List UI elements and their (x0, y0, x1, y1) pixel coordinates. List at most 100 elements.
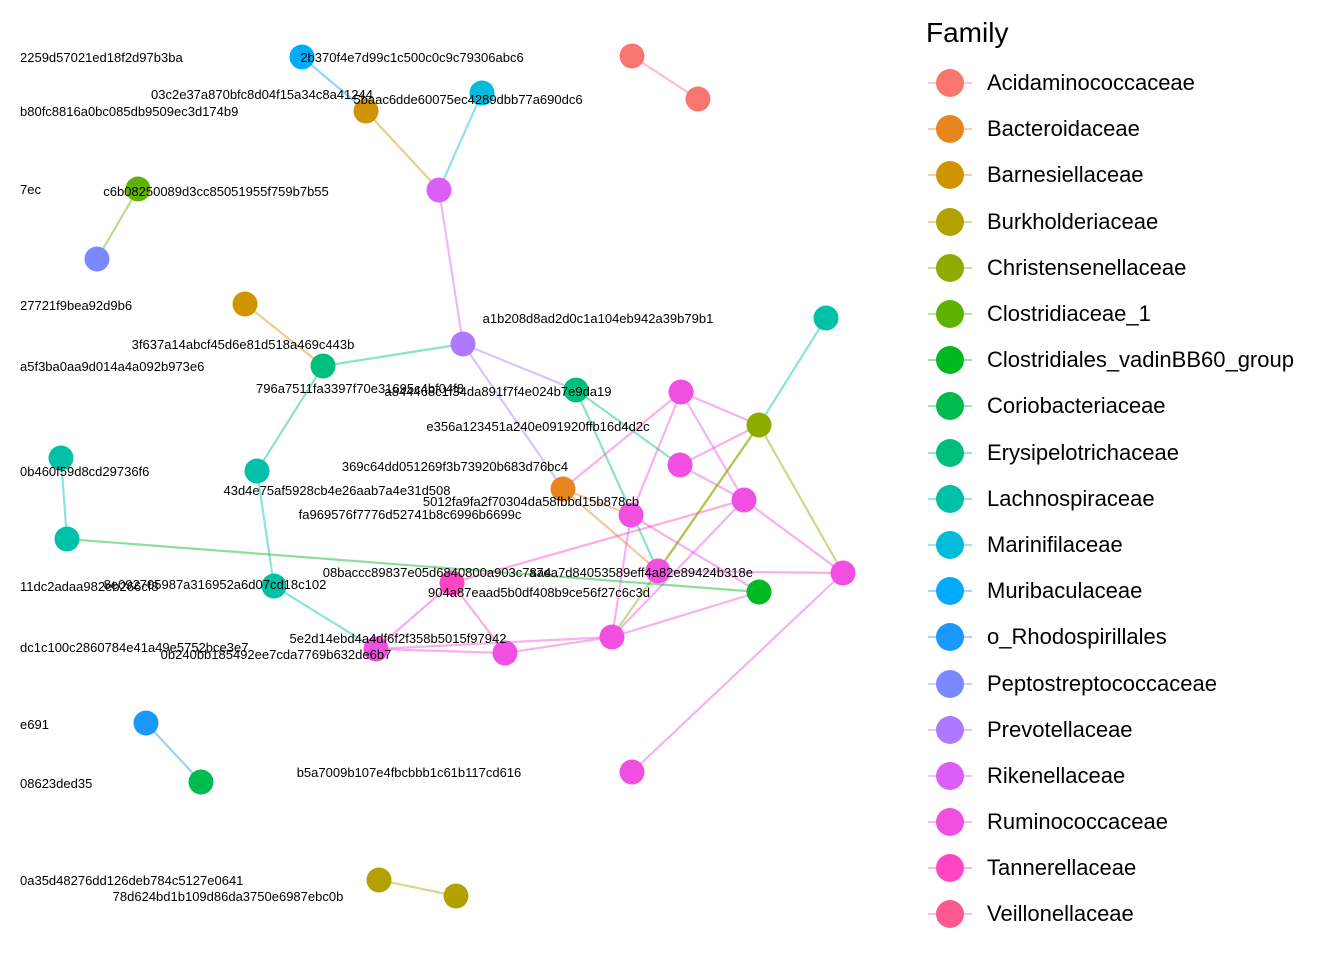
legend-key (926, 383, 974, 429)
legend-item: Acidaminococcaceae (926, 60, 1336, 106)
network-edge (680, 391, 745, 501)
network-edge (680, 390, 760, 427)
node-label: 7ec (20, 182, 41, 197)
node-label: 904a87eaad5b0df408b9ce56f27c6c3d (428, 585, 650, 600)
network-node (450, 331, 476, 357)
node-label: a844468c1f34da891f7f4e024b7e9da19 (384, 384, 611, 399)
network-edge (575, 389, 681, 466)
network-edge (375, 647, 506, 655)
legend-item: Ruminococcaceae (926, 799, 1336, 845)
legend-key (926, 799, 974, 845)
network-node (830, 560, 856, 586)
network-edge (59, 457, 69, 540)
legend-key (926, 476, 974, 522)
legend-item-label: Erysipelotrichaceae (987, 439, 1179, 465)
network-edge (96, 188, 139, 260)
legend-key (926, 337, 974, 383)
network-node (244, 458, 270, 484)
network-node (746, 412, 772, 438)
network-node (469, 80, 495, 106)
legend-key (926, 430, 974, 476)
legend-key-dot (936, 808, 964, 837)
network-edge (378, 878, 457, 898)
legend-item-label: Barnesiellaceae (987, 162, 1144, 188)
network-edge (611, 499, 745, 638)
network-node (125, 176, 151, 202)
legend-item: Clostridiales_vadinBB60_group (926, 337, 1336, 383)
network-node (188, 769, 214, 795)
legend-item: Marinifilaceae (926, 522, 1336, 568)
legend-key-dot (936, 577, 964, 606)
network-edge (462, 342, 577, 392)
network-node (443, 883, 469, 909)
legend-key (926, 245, 974, 291)
node-label: 11dc2adaa982eb266cf8 (20, 579, 159, 594)
legend-key-dot (936, 530, 964, 559)
network-edge (451, 582, 506, 654)
legend-item-label: Clostridiales_vadinBB60_group (987, 347, 1294, 373)
network-edge (610, 514, 633, 638)
node-label: dc1c100c2860784e41a49e5752bce3e7 (20, 640, 248, 655)
node-label: 0b240bb185492ee7cda7769b632de6b7 (161, 647, 392, 662)
legend-item: Clostridiaceae_1 (926, 291, 1336, 337)
network-edge (562, 488, 659, 572)
network-edge (611, 424, 760, 638)
legend-item-label: Bacteroidaceae (987, 116, 1140, 142)
network-edge (365, 110, 440, 191)
network-node (289, 44, 315, 70)
network-edge (66, 537, 760, 594)
network-node (366, 867, 392, 893)
network-edge (758, 317, 827, 426)
network-node (426, 177, 452, 203)
legend-key-dot (936, 207, 964, 236)
node-label: 5012fa9fa2f70304da58fbbd15b878cb (423, 494, 639, 509)
legend-key (926, 522, 974, 568)
legend-key-dot (936, 161, 964, 190)
legend-item: Rikenellaceae (926, 753, 1336, 799)
legend-key (926, 661, 974, 707)
legend-item-label: Clostridiaceae_1 (987, 301, 1151, 327)
legend-title: Family (926, 17, 1009, 48)
legend-item: Veillonellaceae (926, 891, 1336, 937)
network-edge (437, 92, 484, 191)
legend-key (926, 199, 974, 245)
node-label: 5baac6dde60075ec4289dbb77a690dc6 (353, 92, 582, 107)
node-label: 0b460f59d8cd29736f6 (20, 464, 149, 479)
legend-key (926, 707, 974, 753)
legend-item-label: Tannerellaceae (987, 855, 1137, 881)
node-label: 0a35d48276dd126deb784c5127e0641 (20, 873, 243, 888)
node-label: 796a7511fa3397f70e31695c4bf04f8 (256, 381, 464, 396)
network-edge (437, 189, 465, 345)
legend-item: Barnesiellaceae (926, 152, 1336, 198)
network-node (685, 86, 711, 112)
legend-key (926, 106, 974, 152)
legend-item: Burkholderiaceae (926, 199, 1336, 245)
legend-key-dot (936, 346, 964, 375)
node-label: 78d624bd1b109d86da3750e6987ebc0b (113, 889, 344, 904)
network-edge (743, 499, 844, 574)
legend-key (926, 753, 974, 799)
legend-key-dot (936, 623, 964, 652)
node-label: a5f3ba0aa9d014a4a092b973e6 (20, 359, 204, 374)
network-edge (574, 389, 660, 572)
network-node (645, 558, 671, 584)
legend-item-label: Prevotellaceae (987, 716, 1133, 742)
network-node (48, 445, 74, 471)
network-node (619, 43, 645, 69)
legend-item-label: Peptostreptococcaceae (987, 670, 1217, 696)
legend-item: Lachnospiraceae (926, 476, 1336, 522)
legend-item: Prevotellaceae (926, 707, 1336, 753)
legend-item-label: Christensenellaceae (987, 254, 1187, 280)
network-edge (256, 365, 324, 472)
network-edge (630, 514, 760, 593)
network-edge (375, 635, 613, 651)
legend-key-dot (936, 115, 964, 144)
network-node (731, 487, 757, 513)
node-label: 03c2e37a870bfc8d04f15a34c8a41244 (151, 87, 373, 102)
legend-item: Muribaculaceae (926, 568, 1336, 614)
network-edge (273, 585, 377, 650)
